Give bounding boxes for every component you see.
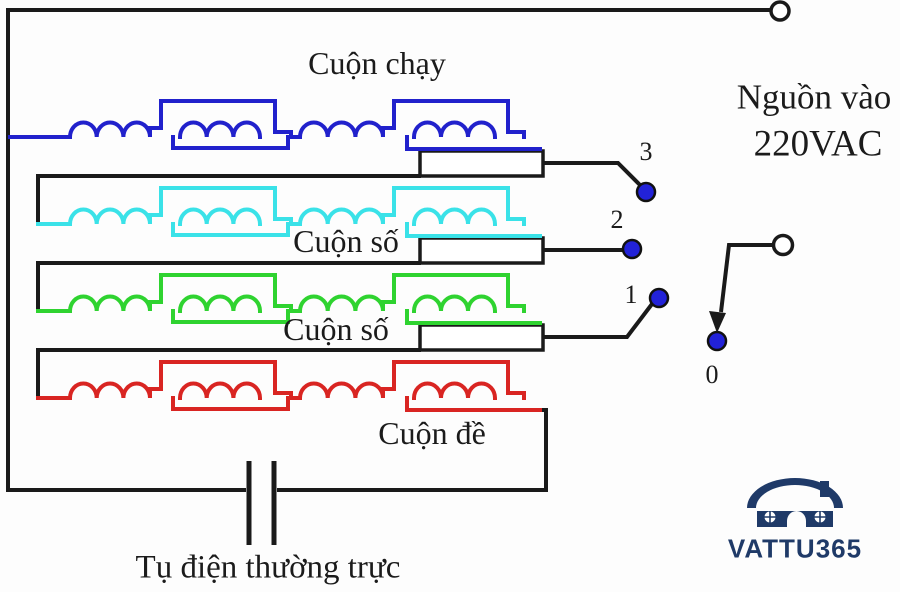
brand-logo-text: VATTU365 [727,533,863,564]
feed-wire-speed1 [36,174,421,224]
run-coil-label: Cuộn chạy [308,45,446,81]
source-label-line1: Nguồn vào [736,77,892,117]
contact-wire-1 [543,302,654,339]
source-top-wire [6,8,770,492]
switch-position-label-0: 0 [705,360,719,389]
switch-contact-3 [635,181,657,203]
switch-position-label-3: 3 [639,137,653,166]
switch-position-label-1: 1 [624,280,638,309]
terminal-bar-speed1 [418,236,545,265]
circuit-wires [6,8,773,492]
speed-coil-2-label: Cuộn số [283,311,389,347]
speed-coil-1-winding [36,186,542,238]
brand-logo-house-icon [747,478,843,527]
contact-wire-3 [543,161,648,193]
switch-wiper-terminal [771,233,795,257]
house-body [757,511,833,527]
switch-position-label-2: 2 [610,205,624,234]
start-coil-to-capacitor-wire [277,408,548,492]
start-coil-label: Cuộn đề [378,415,486,451]
house-window-panes [764,511,826,523]
switch-contact-1 [648,287,670,309]
source-terminal-top [769,0,791,22]
run-coil-winding [36,99,542,151]
switch-wiper-arrow [709,311,726,333]
switch-contact-2 [621,238,643,260]
capacitor-symbol [246,461,277,545]
feed-wire-start [36,348,421,398]
speed-coil-1-label: Cuộn số [293,223,399,259]
switch-wiper-wire [719,243,773,313]
terminal-bar-speed2 [418,323,545,352]
source-label-line2: 220VAC [753,123,883,165]
switch-contact-0 [706,330,728,352]
terminal-bar-run [418,149,545,178]
start-coil-winding [36,360,542,412]
feed-wire-speed2 [36,261,421,311]
capacitor-label: Tụ điện thường trực [135,549,401,586]
house-roof [747,478,843,508]
